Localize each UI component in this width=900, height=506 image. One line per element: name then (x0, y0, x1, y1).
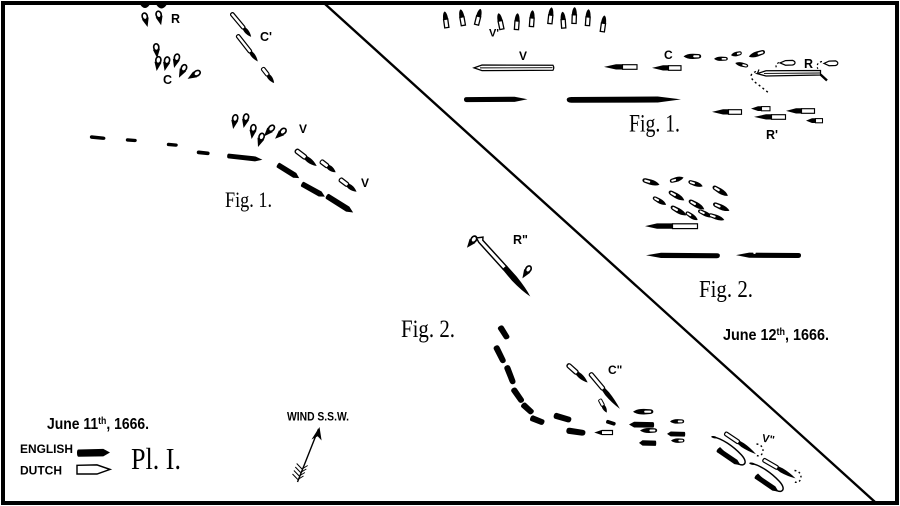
svg-text:V": V" (761, 433, 775, 447)
svg-text:V': V' (489, 28, 499, 40)
svg-text:V: V (519, 49, 527, 63)
svg-text:June 12th, 1666.: June 12th, 1666. (723, 327, 829, 344)
svg-text:Fig. 2.: Fig. 2. (699, 276, 753, 303)
svg-text:V: V (361, 176, 369, 190)
svg-text:Fig. 1.: Fig. 1. (629, 111, 680, 138)
svg-text:R': R' (766, 128, 778, 142)
svg-text:V: V (299, 122, 307, 136)
svg-text:Fig. 2.: Fig. 2. (401, 316, 455, 343)
svg-text:DUTCH: DUTCH (20, 464, 62, 478)
svg-text:R: R (804, 57, 813, 71)
svg-text:C: C (664, 48, 673, 62)
svg-text:C": C" (608, 363, 622, 377)
svg-text:C': C' (260, 30, 272, 44)
svg-text:R": R" (513, 233, 528, 247)
svg-text:WIND S.S.W.: WIND S.S.W. (287, 412, 349, 424)
svg-text:C: C (163, 73, 172, 87)
svg-text:ENGLISH: ENGLISH (20, 442, 73, 456)
svg-text:R: R (171, 12, 180, 26)
svg-text:June 11th, 1666.: June 11th, 1666. (47, 416, 149, 433)
svg-text:Pl. I.: Pl. I. (131, 441, 181, 476)
svg-text:Fig. 1.: Fig. 1. (225, 187, 272, 212)
